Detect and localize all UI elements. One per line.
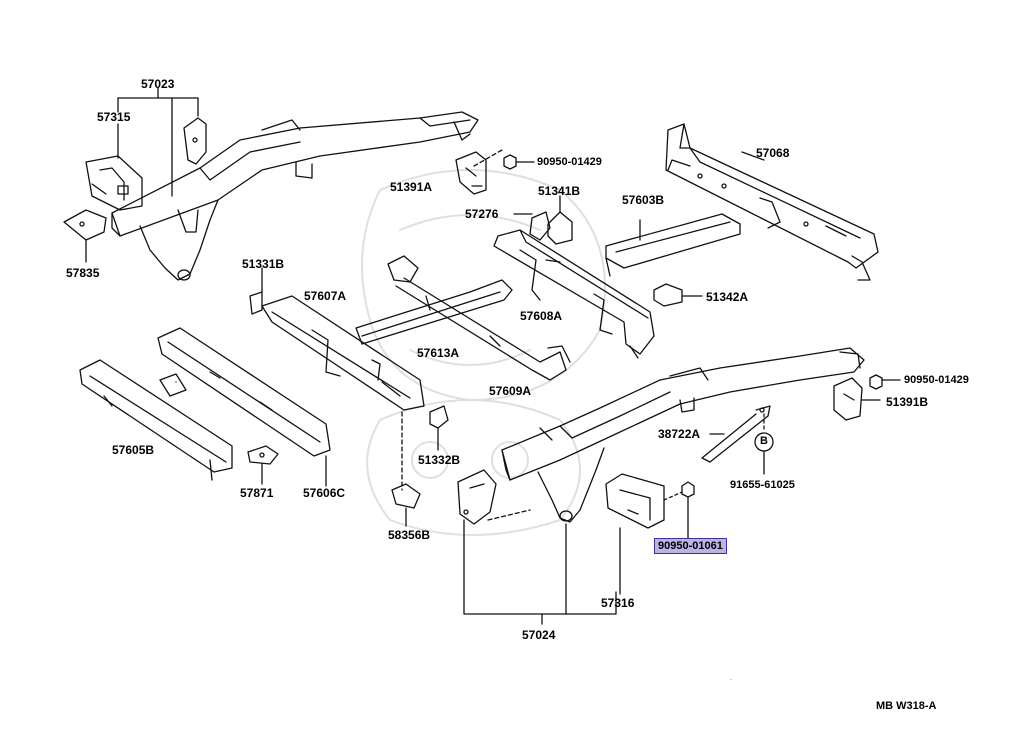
label-57315: 57315: [97, 110, 131, 124]
label-58356B: 58356B: [388, 528, 431, 542]
watermark-emblem: [361, 169, 606, 536]
crossmember-57068: [665, 123, 879, 281]
bracket-58356B: [391, 483, 421, 527]
label-51391A: 51391A: [390, 180, 433, 194]
bracket-57276: [513, 211, 551, 241]
bracket-51342A: [653, 283, 703, 307]
nut-90950-01429-top: [503, 154, 517, 170]
bracket-51391A: [455, 149, 503, 195]
bracket-51391B: [833, 377, 881, 421]
leaders-top-left: [117, 87, 199, 197]
plate-57871: [247, 445, 279, 485]
rail-57606C: [157, 327, 331, 457]
bracket-57024-left: [457, 469, 497, 525]
bracket-51331B: [249, 267, 263, 315]
nut-90950-01429-right: [869, 374, 901, 390]
diagram-reference-code: MB W318-A: [876, 700, 937, 712]
label-91655-61025: 91655-61025: [730, 479, 795, 491]
rail-57605B: [79, 359, 233, 481]
bracket-51341B: [547, 195, 573, 245]
rail-57607A: [261, 295, 425, 411]
label-57871: 57871: [240, 486, 274, 500]
label-90950-01429-right: 90950-01429: [904, 374, 969, 386]
frame-rail-57024: [501, 347, 865, 523]
svg-text:.: .: [730, 676, 732, 682]
label-57609A: 57609A: [489, 384, 532, 398]
label-57068: 57068: [756, 146, 790, 160]
nut-90950-01061: [663, 481, 695, 539]
label-57606C: 57606C: [303, 486, 346, 500]
label-57276: 57276: [465, 207, 499, 221]
bracket-51332B: [429, 405, 449, 451]
label-51331B: 51331B: [242, 257, 285, 271]
rail-57603B: [605, 213, 741, 277]
label-51391B: 51391B: [886, 395, 929, 409]
label-51341B: 51341B: [538, 184, 581, 198]
label-57603B: 57603B: [622, 193, 665, 207]
bolt-91655-61025: [754, 413, 774, 475]
label-57605B: 57605B: [112, 443, 155, 457]
bar-38722A: [701, 405, 771, 463]
label-57835: 57835: [66, 266, 100, 280]
label-38722A: 38722A: [658, 427, 701, 441]
callout-letter-b: B: [760, 435, 768, 447]
leaders-bottom: [463, 519, 621, 625]
label-57023: 57023: [141, 77, 175, 91]
crossmember-57613A: [355, 255, 571, 381]
frame-rail-57023: [111, 111, 479, 281]
label-51332B: 51332B: [418, 453, 461, 467]
label-57608A: 57608A: [520, 309, 563, 323]
label-90950-01061-highlighted[interactable]: 90950-01061: [654, 538, 727, 554]
crossmember-57608A: [493, 229, 655, 359]
label-57613A: 57613A: [417, 346, 460, 360]
label-57607A: 57607A: [304, 289, 347, 303]
label-57316: 57316: [601, 596, 635, 610]
label-51342A: 51342A: [706, 290, 749, 304]
bracket-57316: [605, 473, 665, 529]
label-57024: 57024: [522, 628, 556, 642]
bracket-small-top: [183, 117, 207, 165]
label-90950-01429-top: 90950-01429: [537, 156, 602, 168]
plate-57835: [63, 209, 107, 263]
